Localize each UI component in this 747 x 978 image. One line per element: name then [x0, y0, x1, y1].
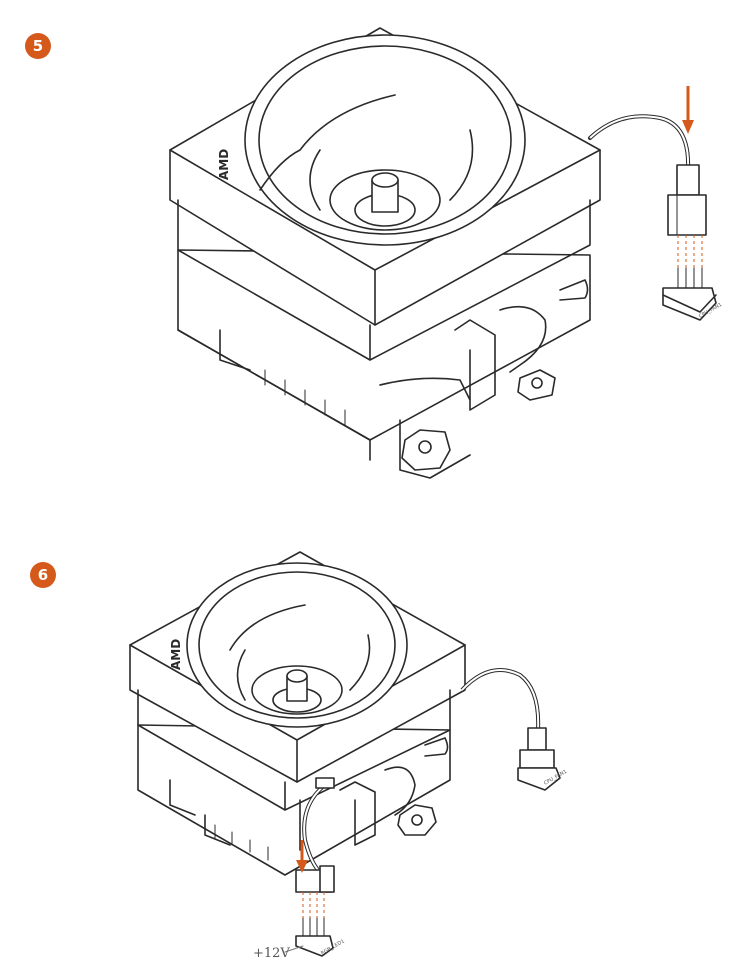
- step-5-cooler-illustration: AMD CPU_FAN1: [170, 28, 723, 478]
- cooler-logo-text: AMD: [217, 149, 231, 180]
- voltage-label: +12V: [253, 946, 290, 961]
- cooler-logo-text-2: AMD: [169, 639, 183, 670]
- down-arrow-icon: [682, 86, 694, 134]
- step-6-cooler-illustration: AMD CPU_FAN1 RGB_LED1 +12V: [130, 552, 568, 961]
